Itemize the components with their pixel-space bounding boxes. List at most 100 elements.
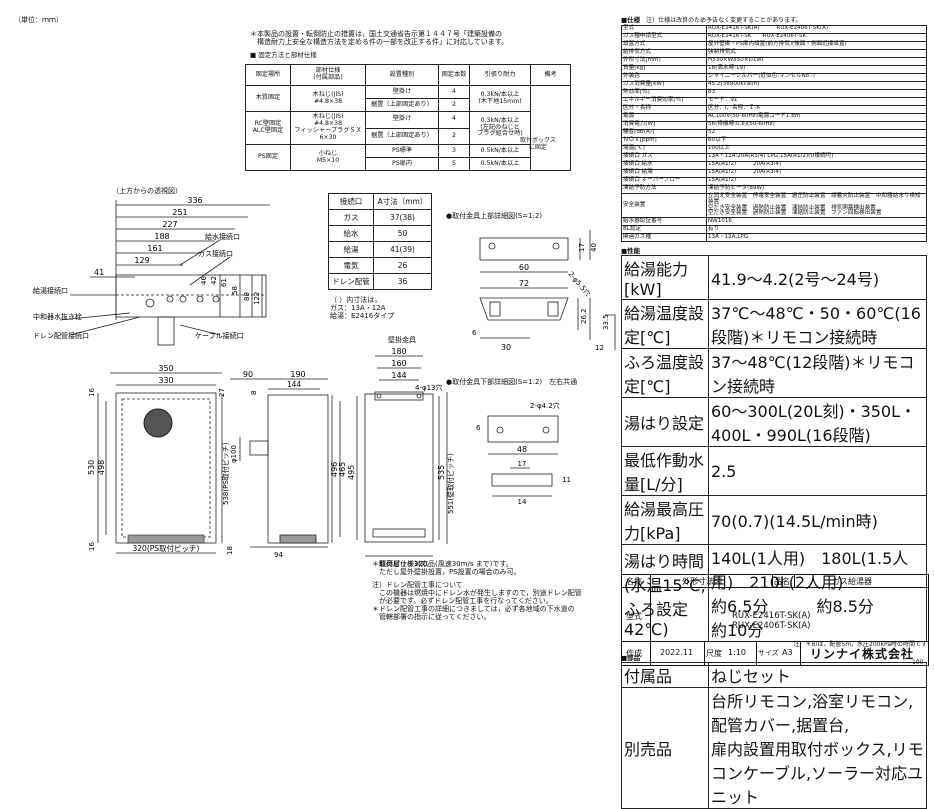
- spec-value: NW1016: [706, 217, 927, 227]
- rear-dim: 551(壁取付ピッチ): [446, 453, 455, 514]
- perf-value: 37～48℃(12段階)＊リモコン接続時: [708, 348, 927, 399]
- perf-value: 37℃～48℃・50・60℃(16段階)＊リモコン接続時: [708, 299, 927, 350]
- acc-section-title: ■部品: [621, 654, 641, 663]
- fix-cell: 5: [438, 157, 470, 171]
- top-dim: 122: [253, 292, 261, 305]
- tb-divider: [794, 575, 795, 587]
- spec-row: 安全装置立消え安全装置 停電安全装置 過圧防止装置 誤着火防止装置 中和器詰まり…: [621, 192, 927, 219]
- tb-company: リンナイ株式会社: [810, 647, 915, 661]
- fix-cell: 4: [438, 85, 470, 99]
- tb-divider: [622, 587, 928, 588]
- perf-label: 給湯最高圧力[kPa]: [621, 495, 709, 546]
- top-label-cable: ケーブル接続口: [195, 331, 244, 340]
- spec-value: 60以下: [706, 136, 927, 146]
- perf-row: 給湯最高圧力[kPa]70(0.7)(14.5L/min時): [621, 495, 927, 546]
- dim-cell: 26: [373, 257, 432, 274]
- perf-value: 2.5: [708, 446, 927, 497]
- fix-cell: 0.3kN/本以上 (左記のねじと プラグ組合せ時): [469, 111, 531, 145]
- tb-made-label: 作成: [626, 649, 642, 658]
- spec-label: BL認定: [621, 225, 707, 235]
- front-dim: 330: [158, 376, 173, 385]
- dim-cell: ドレン配管: [328, 273, 374, 290]
- lb-dim: 6: [476, 424, 481, 432]
- spec-row: 設置方式屋外壁掛・PS扉内設置(前方排気)(後面・側面近接設置): [621, 40, 927, 50]
- acc-value: ねじセット: [708, 662, 927, 689]
- top-dim: 251: [172, 208, 187, 217]
- tb-product-label: 品名: [774, 577, 790, 586]
- top-dim: 336: [187, 196, 202, 205]
- fix-cell: PS固定: [245, 144, 291, 171]
- fix-cell: 小ねじ M5×10: [290, 144, 366, 171]
- front-dim: 320(PS取付ピッチ): [133, 543, 200, 553]
- top-dim: 41: [94, 268, 104, 277]
- fix-cell: 据置（上部固定あり）: [365, 127, 439, 145]
- tb-divider: [622, 641, 928, 642]
- tb-divider: [756, 641, 757, 665]
- lb-dim: 2-φ4.2穴: [530, 401, 560, 410]
- fixing-method-table: 固定場所 部材仕様 (付属部品) 設置種別 固定本数 引張り耐力 備考 木質固定…: [245, 64, 571, 171]
- tb-product-value: ガス給湯器: [832, 577, 872, 586]
- fix-cell: 木ねじ(JIS) #4.8×38: [290, 85, 366, 112]
- spec-value: 52: [706, 128, 927, 138]
- tb-model-1: RUX-E2416T-SK(A): [732, 611, 811, 621]
- note-line: 管轄部署の指示に従ってください。: [372, 613, 491, 622]
- lb-dim: 48: [517, 445, 527, 454]
- fix-th-remark: 備考: [530, 64, 571, 86]
- front-dim: 350: [158, 365, 173, 373]
- spec-value: 15A(R1/2) 20A(R3/4): [706, 160, 927, 170]
- fix-cell: 据置（上部固定あり）: [365, 98, 439, 112]
- rear-dim: 4-φ13穴: [415, 383, 443, 392]
- rear-dim: 160: [391, 359, 406, 368]
- note-line: ＊ドレン配管工事の詳細につきましては，必ず各地域の下水道の: [372, 605, 575, 614]
- perf-row: 最低作動水量[L/分]2.5: [621, 446, 927, 497]
- rear-wall-bracket-label: 壁掛金具: [388, 336, 416, 344]
- dim-cell: 41(39): [373, 241, 432, 258]
- spec-value: シャイニーシルバー(近似色:マンセルNo.-): [706, 72, 927, 82]
- ub-dim: 12: [595, 344, 604, 352]
- perf-value: 70(0.7)(14.5L/min時): [708, 495, 927, 546]
- side-dim: φ100: [230, 445, 238, 463]
- dim-cell: 電気: [328, 257, 374, 274]
- header-notes: ＊本製品の設置・転倒防止の措置は，国土交通省告示第１４４７号「建築設備の 構造耐…: [250, 30, 508, 60]
- rear-view-drawing: 180 160 144 4-φ13穴 495 535 551(壁取付ピッチ) 取…: [347, 347, 455, 568]
- perf-value: 60～300L(20L刻)・350L・400L・990L(16段階): [708, 397, 927, 448]
- note-line: 注）ドレン配管工事について: [372, 581, 463, 590]
- lower-bracket-drawing: 2-φ4.2穴 48 6 17 11 14: [476, 401, 571, 506]
- acc-label: 付属品: [621, 662, 709, 689]
- spec-row: エネルギー消費効率[％]モード：91: [621, 96, 927, 106]
- acc-row: 付属品ねじセット: [621, 662, 927, 689]
- dim-note: 給湯：E2416タイプ: [330, 312, 395, 321]
- top-label-drain-plug: 中和器水抜き栓: [33, 312, 82, 321]
- header-note-2: 構造耐力上安全な構造方法を定める件の一部を改正する件」に対応しています。: [250, 38, 509, 47]
- spec-label: 凍結予防方法: [621, 184, 707, 194]
- ub-dim: 33.5: [602, 314, 610, 330]
- top-dim: 129: [134, 256, 149, 265]
- spec-row: 外装色シャイニーシルバー(近似色:マンセルNo.-): [621, 72, 927, 82]
- ub-dim: 26.2: [580, 308, 588, 324]
- perf-value: 140L(1人用) 180L(1.5人用) 210L(2人用) 約6.5分 約8…: [708, 544, 927, 643]
- spec-row: ＮＯｘ[ppm]60以下: [621, 136, 927, 146]
- top-dim: 227: [162, 220, 177, 229]
- ub-dim: 17: [578, 243, 586, 252]
- rear-dim: 取付ピッチ320: [379, 559, 427, 568]
- ub-dim: 30: [501, 343, 511, 352]
- fix-cell: 壁掛け: [365, 111, 439, 129]
- tb-model-2: RUX-E2406T-SK(A): [732, 621, 811, 631]
- tb-divider: [800, 641, 801, 665]
- top-dim: 58: [231, 286, 239, 295]
- spec-value: 立消え安全装置 停電安全装置 過圧防止装置 誤着火防止装置 中和器詰まり検知装置…: [706, 192, 927, 219]
- spec-label: 区分・名称: [621, 104, 707, 114]
- ub-dim: 40: [590, 243, 598, 252]
- spec-value: 屋外壁掛・PS扉内設置(前方排気)(後面・側面近接設置): [706, 40, 927, 50]
- acc-value: 台所リモコン,浴室リモコン,配管カバー,据置台, 扉内設置用取付ボックス,リモコ…: [708, 687, 927, 809]
- top-view-title: （上方からの透視図）: [112, 187, 182, 195]
- dim-note: （ ）内寸法は，: [330, 296, 382, 304]
- notes-block: ＊超高層仕様対応品(風速30m/s まで)です。 ただし屋外壁掛設置，PS設置の…: [372, 560, 582, 621]
- header-note-3: ■ 固定方法と部材仕様: [250, 51, 317, 60]
